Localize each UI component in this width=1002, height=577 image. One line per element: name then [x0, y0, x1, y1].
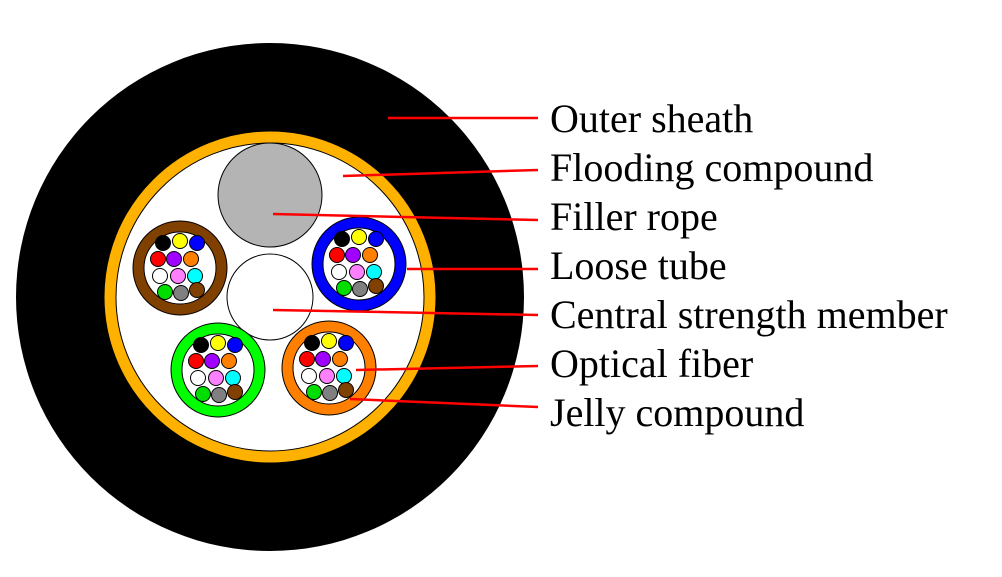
- optical-fiber: [225, 370, 241, 386]
- optical-fiber: [166, 251, 182, 267]
- cable-cross-section: [16, 43, 524, 551]
- optical-fiber: [227, 384, 243, 400]
- optical-fiber: [172, 233, 188, 249]
- leader-line-filler-rope: [272, 212, 539, 222]
- optical-fiber: [157, 284, 173, 300]
- optical-fiber: [329, 247, 345, 263]
- label-flooding-compound: Flooding compound: [550, 145, 873, 190]
- optical-fiber: [345, 247, 361, 263]
- optical-fiber: [322, 385, 338, 401]
- filler-rope: [217, 142, 323, 248]
- optical-fiber: [189, 235, 205, 251]
- optical-fiber: [170, 268, 186, 284]
- optical-fiber: [183, 251, 199, 267]
- leader-line-central-strength-member: [272, 308, 539, 317]
- optical-fiber: [193, 337, 209, 353]
- optical-fiber: [187, 268, 203, 284]
- label-outer-sheath: Outer sheath: [550, 96, 753, 141]
- optical-fiber: [331, 264, 347, 280]
- optical-fiber: [189, 282, 205, 298]
- optical-fiber: [211, 387, 227, 403]
- optical-fiber: [221, 353, 237, 369]
- loose-tube: [132, 220, 228, 316]
- optical-fiber: [332, 351, 348, 367]
- optical-fiber: [306, 384, 322, 400]
- optical-fiber: [368, 231, 384, 247]
- optical-fiber: [352, 281, 368, 297]
- leader-line-optical-fiber: [355, 364, 539, 372]
- optical-fiber: [188, 353, 204, 369]
- label-jelly-compound: Jelly compound: [550, 390, 804, 435]
- label-optical-fiber: Optical fiber: [550, 341, 753, 386]
- optical-fiber: [299, 351, 315, 367]
- label-loose-tube: Loose tube: [550, 243, 727, 288]
- optical-fiber: [321, 333, 337, 349]
- optical-fiber: [152, 268, 168, 284]
- leader-line-flooding-compound: [342, 168, 539, 178]
- optical-fiber: [362, 247, 378, 263]
- optical-fiber: [368, 278, 384, 294]
- optical-fiber: [336, 280, 352, 296]
- optical-fiber: [338, 382, 354, 398]
- optical-fiber: [349, 264, 365, 280]
- optical-fiber: [338, 335, 354, 351]
- loose-tubes: [132, 216, 407, 418]
- optical-fiber: [334, 231, 350, 247]
- optical-fiber: [315, 351, 331, 367]
- optical-fiber: [204, 353, 220, 369]
- optical-fiber: [210, 335, 226, 351]
- optical-fiber: [173, 285, 189, 301]
- optical-fiber: [227, 337, 243, 353]
- loose-tube: [281, 320, 377, 416]
- central-strength-member: [226, 253, 314, 341]
- optical-fiber: [155, 235, 171, 251]
- optical-fiber: [208, 370, 224, 386]
- optical-fiber: [301, 368, 317, 384]
- optical-fiber: [150, 251, 166, 267]
- optical-fiber: [366, 264, 382, 280]
- optical-fiber: [195, 386, 211, 402]
- leader-lines: [272, 116, 539, 409]
- optical-fiber: [351, 229, 367, 245]
- optical-fiber: [319, 368, 335, 384]
- loose-tube: [311, 216, 407, 312]
- label-filler-rope: Filler rope: [550, 194, 718, 239]
- labels: Outer sheath Flooding compound Filler ro…: [550, 96, 948, 435]
- optical-fiber: [190, 370, 206, 386]
- label-central-strength-member: Central strength member: [550, 292, 948, 337]
- optical-fiber: [336, 368, 352, 384]
- optical-fiber: [304, 335, 320, 351]
- leader-line-jelly-compound: [349, 397, 539, 409]
- loose-tube: [170, 322, 266, 418]
